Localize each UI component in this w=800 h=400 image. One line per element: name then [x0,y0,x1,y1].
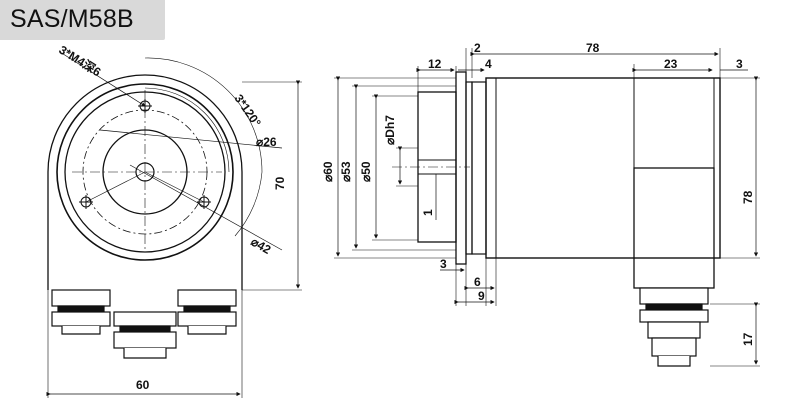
side-view [334,48,760,367]
dia-26-label: ⌀26 [256,135,277,149]
dim-9-label: 9 [478,289,485,303]
dim-3-bottom-label: 3 [440,257,447,271]
dim-2-label: 2 [474,41,481,55]
connector-left [51,289,111,335]
front-view [46,51,302,398]
front-outer-circle [56,83,234,261]
dia-50-label: ⌀50 [359,161,373,182]
dim-6-label: 6 [474,275,481,289]
angle-arc [144,87,230,173]
flange [455,71,467,265]
connector-bottom [113,311,177,359]
dia-60-label: ⌀60 [321,161,335,182]
flange-step [465,81,473,255]
page-title: SAS/M58B [10,5,134,33]
dim-17-label: 17 [741,332,755,346]
body-connector-housing [633,167,715,289]
dim-23-label: 23 [664,57,678,71]
dim-1-label: 1 [421,209,435,216]
side-connector [639,287,709,367]
dia-42-label: ⌀42 [249,234,274,257]
dia-53-label: ⌀53 [339,161,353,182]
connector-right [177,289,237,335]
hole-callout: 3*M4深6 [56,42,104,80]
dim-12-label: 12 [428,57,442,71]
dia-d-label: ⌀Dh7 [383,115,397,145]
front-housing-outline [47,74,243,290]
flange-ring [471,81,487,255]
encoder-body [485,77,721,259]
title-tab: SAS/M58B [0,0,165,40]
height-70-label: 70 [273,176,287,190]
dim-3-top-label: 3 [736,57,743,71]
dim-4-label: 4 [485,57,492,71]
width-60-label: 60 [136,378,150,392]
dim-78-right-label: 78 [741,190,755,204]
angle-callout: 3*120° [232,92,264,130]
dim-78-top-label: 78 [586,41,600,55]
side-labels: 2 78 12 4 23 3 ⌀60 ⌀53 ⌀50 ⌀Dh7 1 78 3 6… [321,41,755,346]
